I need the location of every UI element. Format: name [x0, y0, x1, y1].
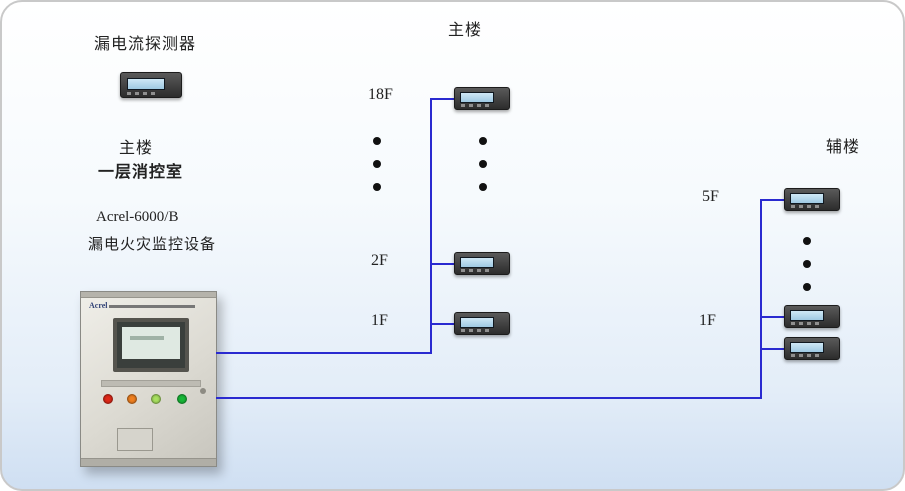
dot	[479, 160, 487, 168]
dot	[803, 260, 811, 268]
detector-screen	[460, 92, 494, 103]
detector-buttons	[791, 205, 831, 208]
floor-label-1f-aux: 1F	[699, 312, 716, 329]
dot	[373, 183, 381, 191]
dot	[803, 283, 811, 291]
cabinet-base	[81, 458, 216, 466]
detector-screen	[460, 317, 494, 328]
detector-buttons	[791, 322, 831, 325]
control-room-line1: 主楼	[119, 140, 154, 157]
cabinet-brand: Acrel	[89, 301, 108, 310]
ellipsis-dots-main-right	[478, 137, 488, 206]
wire-stub-5f	[760, 199, 784, 201]
leakage-detector-1f-aux-upper	[784, 305, 840, 328]
detector-screen	[127, 78, 165, 90]
detector-screen	[790, 193, 824, 204]
detector-buttons	[127, 92, 167, 95]
indicator-light-orange	[127, 394, 137, 404]
dot	[479, 137, 487, 145]
floor-label-2f: 2F	[371, 252, 388, 269]
floor-label-18f: 18F	[368, 86, 393, 103]
wire-stub-1f-aux-upper	[760, 316, 784, 318]
wire-stub-2f	[430, 263, 454, 265]
floor-label-5f: 5F	[702, 188, 719, 205]
leakage-detector-5f	[784, 188, 840, 211]
cabinet-top-strip	[81, 292, 216, 298]
leakage-detector-1f-aux-lower	[784, 337, 840, 360]
indicator-light-green	[177, 394, 187, 404]
aux-building-title: 辅楼	[826, 139, 861, 156]
detector-buttons	[461, 269, 501, 272]
wire-cabinet-to-aux-riser	[216, 397, 762, 399]
control-room-line2: 一层消控室	[98, 164, 184, 181]
detector-buttons	[461, 104, 501, 107]
main-riser-bus	[430, 98, 432, 354]
cabinet-vent-door	[117, 428, 153, 451]
wire-cabinet-to-main-riser	[216, 352, 430, 354]
floor-label-1f-main: 1F	[371, 312, 388, 329]
equipment-name-label: 漏电火灾监控设备	[88, 237, 217, 253]
leakage-detector-2f	[454, 252, 510, 275]
aux-riser-bus	[760, 199, 762, 399]
leakage-detector-sample	[120, 72, 182, 98]
cabinet-screen-display	[122, 327, 180, 359]
detector-buttons	[791, 354, 831, 357]
cabinet-keyhole	[200, 388, 206, 394]
monitoring-cabinet: Acrel	[80, 291, 217, 467]
indicator-light-lightgreen	[151, 394, 161, 404]
indicator-light-red	[103, 394, 113, 404]
leakage-detector-18f	[454, 87, 510, 110]
dot	[803, 237, 811, 245]
equipment-model-label: Acrel-6000/B	[96, 209, 179, 225]
cabinet-indicator-lights	[99, 394, 203, 406]
cabinet-title-bar	[109, 305, 195, 308]
wire-stub-1f-aux-lower	[760, 348, 784, 350]
detector-screen	[790, 342, 824, 353]
cabinet-screen-content	[130, 336, 164, 340]
main-building-title: 主楼	[448, 22, 483, 39]
detector-screen	[460, 257, 494, 268]
detector-label: 漏电流探测器	[94, 36, 197, 53]
ellipsis-dots-main-left	[372, 137, 382, 206]
ellipsis-dots-aux	[802, 237, 812, 306]
dot	[373, 137, 381, 145]
cabinet-key-strip	[101, 380, 201, 387]
dot	[373, 160, 381, 168]
leakage-detector-1f-main	[454, 312, 510, 335]
dot	[479, 183, 487, 191]
wire-stub-18f	[430, 98, 454, 100]
detector-screen	[790, 310, 824, 321]
detector-buttons	[461, 329, 501, 332]
wire-stub-1f-main	[430, 323, 454, 325]
cabinet-screen	[113, 318, 189, 372]
